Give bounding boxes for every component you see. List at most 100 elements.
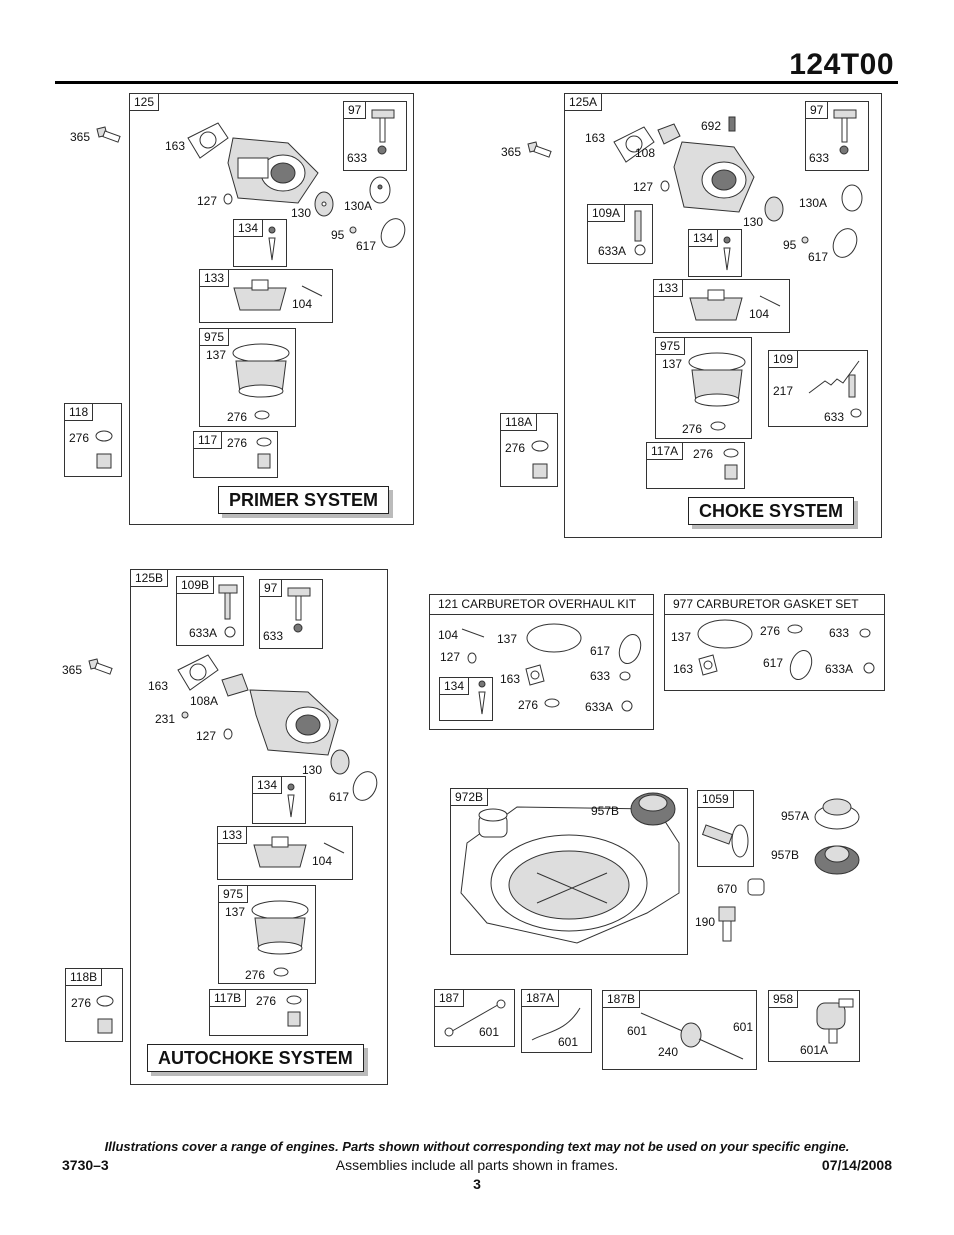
float-bowl-icon (232, 343, 290, 398)
frame-gasket-set: 977 CARBURETOR GASKET SET 137 276 633 16… (664, 594, 885, 691)
part-label: 104 (438, 628, 459, 642)
part-label: 617 (590, 644, 611, 658)
pin-icon (323, 842, 345, 854)
frame-number: 117B (210, 990, 247, 1007)
frame-975: 975 137 276 (655, 337, 752, 439)
frame-97: 97 633 (343, 101, 407, 171)
frame-118a: 118A 276 (500, 413, 558, 487)
part-label: 957A (781, 809, 810, 823)
frame-number: 187B (603, 991, 641, 1008)
frame-number: 133 (654, 280, 684, 297)
carburetor-icon (187, 122, 319, 204)
doc-date: 07/14/2008 (821, 1157, 892, 1173)
frame-133: 133 104 (217, 826, 353, 880)
frame-975: 975 137 276 (199, 328, 296, 427)
part-label: 130A (799, 196, 828, 210)
frame-187: 187 601 (434, 989, 515, 1047)
frame-number: 134 (440, 678, 470, 695)
part-label: 190 (695, 915, 716, 929)
frame-109a: 109A 633A (587, 204, 653, 264)
frame-number: 118 (65, 404, 94, 421)
frame-97: 97 633 (259, 579, 323, 649)
part-label: 130A (344, 199, 373, 213)
needle-valve-icon (723, 236, 731, 271)
screw-icon (349, 226, 357, 234)
bowl-nut-icon (531, 440, 549, 479)
float-bowl-icon (251, 900, 309, 955)
system-label-primer: PRIMER SYSTEM (218, 486, 390, 514)
seal-icon (634, 244, 646, 256)
float-icon (253, 836, 307, 868)
frame-number: 133 (218, 827, 248, 844)
spring-icon (728, 116, 736, 132)
part-label: 601 (558, 1035, 579, 1049)
washer-icon (467, 652, 477, 664)
part-label: 633A (598, 244, 627, 258)
part-label: 108 (635, 146, 656, 160)
part-label: 163 (673, 662, 694, 676)
needle-valve-icon (287, 783, 295, 818)
part-label: 95 (331, 228, 345, 242)
part-label: 633 (263, 629, 284, 643)
page-title: 124T00 (789, 48, 894, 81)
frame-number: 118A (501, 414, 538, 431)
valve-icon (816, 998, 854, 1044)
page-number: 3 (473, 1176, 481, 1192)
shaft-icon (218, 584, 238, 620)
part-label: 163 (165, 139, 186, 153)
part-label: 163 (500, 672, 521, 686)
bowl-nut-icon (286, 995, 302, 1027)
frame-overhaul-kit: 121 CARBURETOR OVERHAUL KIT 104 137 617 … (429, 594, 654, 730)
frame-number: 125B (131, 570, 169, 587)
part-label: 104 (749, 307, 770, 321)
frame-number: 958 (769, 991, 799, 1008)
fuel-line-icon (531, 1007, 581, 1041)
gasket-icon (525, 664, 545, 686)
frame-117: 117 276 (193, 431, 278, 478)
frame-number: 97 (344, 102, 367, 119)
doc-number: 3730–3 (62, 1157, 109, 1173)
part-label: 130 (743, 215, 764, 229)
frame-975: 975 137 276 (218, 885, 316, 984)
frame-1059: 1059 (697, 790, 754, 867)
part-label: 365 (70, 130, 91, 144)
part-label: 276 (227, 410, 248, 424)
pin-icon (461, 628, 485, 638)
part-label: 276 (245, 968, 266, 982)
part-label: 137 (662, 357, 683, 371)
part-label: 365 (501, 145, 522, 159)
part-label: 240 (658, 1045, 679, 1059)
carburetor-icon (613, 123, 755, 213)
part-label: 130 (291, 206, 312, 220)
seal-icon (863, 662, 875, 674)
part-label: 617 (356, 239, 377, 253)
frame-133: 133 104 (199, 269, 333, 323)
plate-icon (841, 184, 863, 212)
gasket-ring-icon (697, 619, 753, 649)
part-label: 617 (808, 250, 829, 264)
gasket-icon (698, 654, 718, 676)
frame-number: 1059 (698, 791, 734, 808)
frame-number: 133 (200, 270, 230, 287)
part-label: 670 (717, 882, 738, 896)
part-label: 276 (693, 447, 714, 461)
part-label: 137 (671, 630, 692, 644)
part-label: 601 (479, 1025, 500, 1039)
frame-133: 133 104 (653, 279, 790, 333)
part-label: 633 (829, 626, 850, 640)
frame-134: 134 (252, 776, 306, 824)
frame-number: 109B (177, 577, 215, 594)
gasket-ring-icon (380, 218, 406, 248)
part-label: 108A (190, 694, 219, 708)
part-label: 95 (783, 238, 797, 252)
screw-icon (801, 236, 809, 244)
vent-cap-icon (630, 792, 676, 826)
part-label: 130 (302, 763, 323, 777)
frame-134: 134 (439, 677, 493, 721)
kit-title: 977 CARBURETOR GASKET SET (665, 595, 884, 615)
part-label: 601 (627, 1024, 648, 1038)
fitting-icon (718, 906, 736, 942)
bushing-icon (747, 878, 765, 896)
gasket-icon (254, 410, 270, 420)
frame-fuel-tank: 972B 957B (450, 788, 688, 955)
